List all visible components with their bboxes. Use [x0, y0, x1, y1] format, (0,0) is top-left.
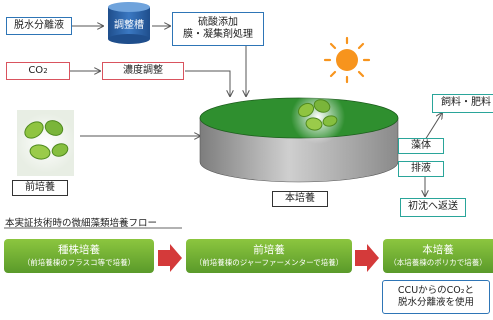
main-culture-label-box: 本培養: [272, 191, 328, 207]
stage-main-culture: 本培養 （本培養棟のポリカで培養）: [383, 239, 493, 273]
dewatering-liquid-box: 脱水分離液: [6, 17, 72, 35]
pretreatment-box: 硫酸添加 膜・凝集剤処理: [172, 12, 264, 46]
flow-title: 本実証技術時の微細藻類培養フロー: [5, 218, 158, 229]
stage-seed-culture-title: 種株培養: [58, 244, 100, 256]
co2-usage-note-line-1: CCUからのCO₂と: [397, 285, 475, 297]
preculture-label: 前培養: [25, 181, 55, 193]
adjustment-tank-cylinder: [108, 2, 150, 44]
dewatering-liquid-label: 脱水分離液: [14, 19, 64, 31]
stage-seed-culture: 種株培養 （前培養棟のフラスコ等で培養）: [4, 239, 154, 273]
algae-cells-icon: [291, 90, 345, 144]
arrow-adjust-to-basin: [185, 70, 230, 96]
adjustment-tank-label: 調整槽: [114, 20, 144, 31]
stage-seed-culture-detail: （前培養棟のフラスコ等で培養）: [22, 258, 136, 267]
arrow-algae-to-feed: [424, 113, 442, 141]
stage-preculture: 前培養 （前培養棟のジャーファーメンターで培養）: [186, 239, 352, 273]
stage-arrow-2: [355, 244, 379, 272]
co2-label: CO: [28, 64, 44, 76]
effluent-label: 排液: [411, 162, 431, 174]
stage-main-culture-title: 本培養: [422, 244, 454, 256]
preculture-photo: [16, 110, 76, 176]
co2-usage-note-line-2: 脱水分離液を使用: [397, 297, 474, 308]
feed-fertilizer-box: 飼料・肥料: [432, 94, 493, 113]
stage-preculture-title: 前培養: [253, 244, 285, 256]
stage-preculture-detail: （前培養棟のジャーファーメンターで培養）: [194, 258, 344, 267]
sun-icon: [323, 36, 371, 84]
return-to-primary-box: 初沈へ返送: [400, 198, 466, 217]
preculture-label-box: 前培養: [12, 180, 68, 196]
concentration-adjustment-box: 濃度調整: [102, 62, 184, 80]
stage-arrow-1: [158, 244, 182, 272]
algae-box: 藻体: [398, 138, 444, 154]
main-culture-label: 本培養: [285, 192, 315, 204]
algae-label: 藻体: [411, 139, 431, 151]
return-to-primary-label: 初沈へ返送: [408, 201, 458, 213]
concentration-adjustment-label: 濃度調整: [123, 64, 163, 76]
effluent-box: 排液: [398, 161, 444, 177]
co2-subscript: 2: [43, 66, 48, 75]
pretreatment-line-2: 膜・凝集剤処理: [183, 29, 253, 40]
culture-basin: [199, 97, 399, 183]
stage-main-culture-detail: （本培養棟のポリカで培養）: [389, 258, 487, 267]
feed-fertilizer-label: 飼料・肥料: [441, 97, 491, 109]
pretreatment-line-1: 硫酸添加: [198, 16, 238, 28]
co2-usage-note: CCUからのCO₂と 脱水分離液を使用: [382, 280, 490, 314]
